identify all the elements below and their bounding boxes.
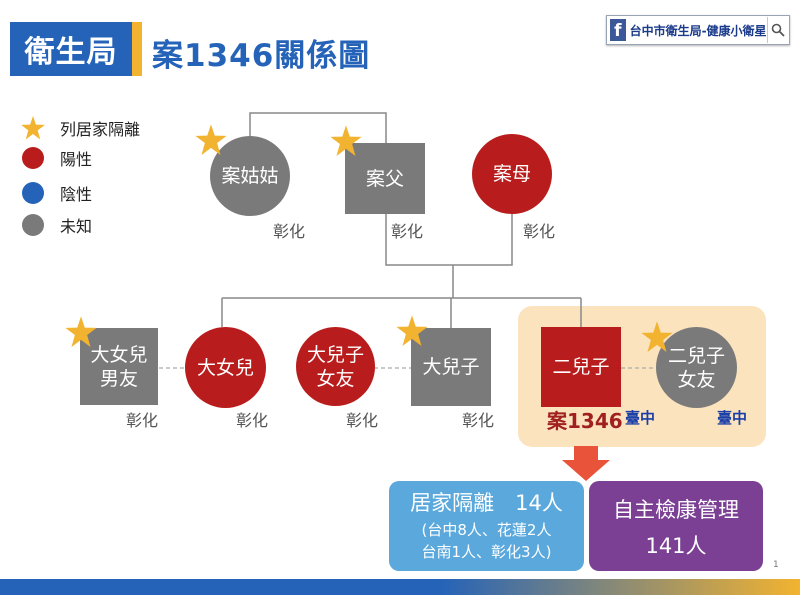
location-mother: 彰化 [523,222,556,241]
location-father: 彰化 [391,222,424,241]
star-icon [65,316,97,347]
self-health-management-box: 自主檢康管理 141人 [589,481,763,571]
legend-label: 列居家隔離 [60,120,141,139]
star-icon [195,124,227,155]
location-eldest-daughter-boyfriend: 彰化 [126,411,159,430]
person-father: 案父 [345,143,425,214]
star-icon [641,321,673,352]
legend-label: 未知 [60,217,93,236]
location-aunt: 彰化 [273,222,306,241]
home-quarantine-detail: (台中8人、花蓮2人 台南1人、彰化3人) [421,521,552,561]
person-mother: 案母 [472,134,552,214]
person-second-son-girlfriend: 二兒子 女友 [656,327,737,408]
legend-label: 陰性 [60,185,93,204]
gray-dot-icon [22,214,44,236]
case-number-label: 案1346 [547,409,623,433]
legend-label: 陽性 [60,150,93,169]
facebook-icon: f [610,19,626,41]
red-dot-icon [22,147,44,169]
star-icon [20,115,46,141]
star-icon [396,315,428,346]
legend-item-unknown: 未知 [20,212,92,238]
person-eldest-son: 大兒子 [411,328,491,406]
facebook-source-badge[interactable]: f 台中市衛生局-健康小衛星 [606,15,790,45]
page-number: 1 [773,560,779,570]
star-icon [330,125,362,156]
location-eldest-son: 彰化 [462,411,495,430]
self-health-management-count: 141人 [645,534,707,558]
person-eldest-daughter-boyfriend: 大女兒 男友 [80,328,158,405]
location-second-son-girlfriend: 臺中 [717,409,748,427]
footer-bar [0,579,800,595]
header-badge: 衛生局 [10,22,132,76]
magnifier-icon[interactable] [766,17,789,43]
self-health-management-title: 自主檢康管理 [613,498,739,522]
location-eldest-son-girlfriend: 彰化 [346,411,379,430]
legend-item-negative: 陰性 [20,180,92,206]
person-aunt: 案姑姑 [210,136,290,216]
home-quarantine-title: 居家隔離 14人 [410,491,563,515]
location-second-son: 臺中 [625,409,656,427]
legend-item-quarantine: 列居家隔離 [20,115,140,141]
location-eldest-daughter: 彰化 [236,411,269,430]
page-title: 案1346關係圖 [152,38,371,74]
person-eldest-daughter: 大女兒 [185,327,266,408]
person-second-son: 二兒子 [541,327,621,407]
header-accent-bar [132,22,142,76]
legend-item-positive: 陽性 [20,145,92,171]
source-name: 台中市衛生局-健康小衛星 [629,23,767,38]
home-quarantine-box: 居家隔離 14人 (台中8人、花蓮2人 台南1人、彰化3人) [389,481,584,571]
blue-dot-icon [22,182,44,204]
down-arrow-icon [562,446,610,481]
person-eldest-son-girlfriend: 大兒子 女友 [296,327,375,406]
